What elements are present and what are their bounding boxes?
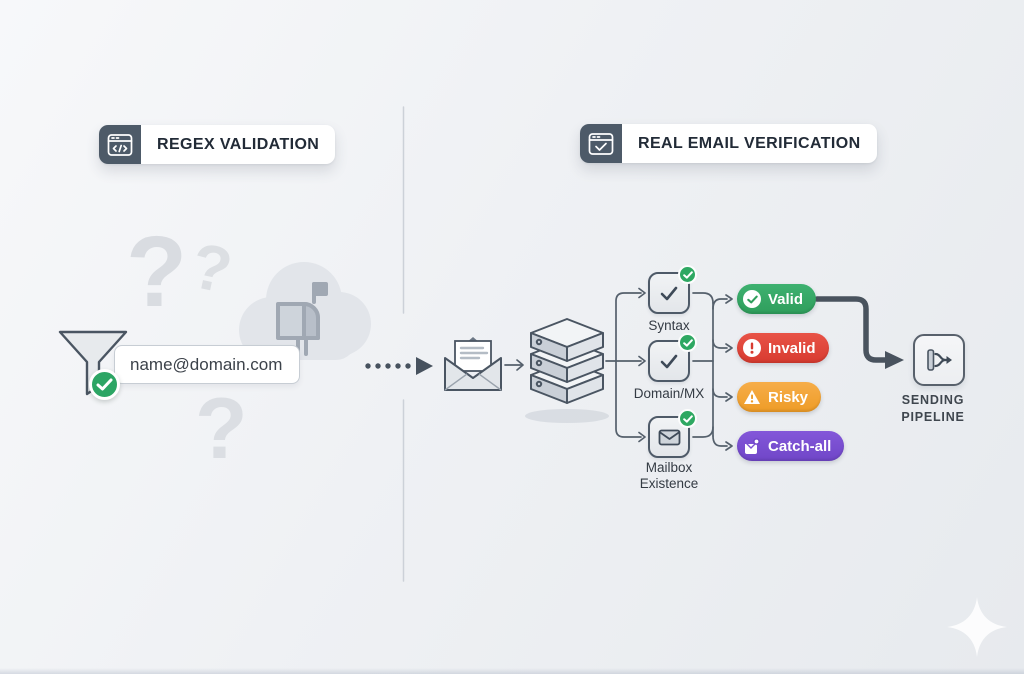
question-mark-decor: ? xyxy=(126,216,188,328)
result-catch-all: Catch-all xyxy=(737,431,845,461)
steps-to-results-bus xyxy=(692,292,733,451)
result-valid-label: Valid xyxy=(768,290,804,308)
server-stack-icon xyxy=(524,318,610,424)
result-catch-all-label: Catch-all xyxy=(768,437,832,455)
check-badge-icon xyxy=(89,369,120,400)
check-icon xyxy=(657,281,681,305)
merge-arrow-icon xyxy=(924,346,954,374)
server-to-steps-branches xyxy=(605,287,646,443)
real-email-verification-header: REAL EMAIL VERIFICATION xyxy=(580,124,877,163)
result-invalid-label: Invalid xyxy=(768,339,816,357)
envelope-small-icon xyxy=(658,429,681,446)
check-badge-icon xyxy=(678,333,697,352)
check-badge-icon xyxy=(678,409,697,428)
result-invalid: Invalid xyxy=(737,333,829,363)
warning-triangle-icon xyxy=(743,388,761,406)
email-input-value: name@domain.com xyxy=(130,354,283,374)
question-mark-decor: ? xyxy=(195,381,248,477)
check-badge-icon xyxy=(678,265,697,284)
exclamation-circle-icon xyxy=(743,339,761,357)
real-email-verification-label: REAL EMAIL VERIFICATION xyxy=(638,134,861,152)
valid-to-pipeline-route xyxy=(814,296,904,369)
result-risky-label: Risky xyxy=(768,388,809,406)
sending-pipeline-label: SENDING PIPELINE xyxy=(901,393,965,424)
sending-pipeline-box xyxy=(913,334,965,386)
mail-dot-icon xyxy=(743,437,761,455)
envelope-icon xyxy=(443,336,503,393)
step-domain-mx xyxy=(648,333,697,382)
step-syntax xyxy=(648,265,697,314)
sparkle-icon xyxy=(946,596,1008,658)
step-domain-mx-label: Domain/MX xyxy=(633,386,705,401)
code-window-icon xyxy=(99,125,141,164)
envelope-to-server-arrow xyxy=(504,359,524,371)
check-icon xyxy=(657,349,681,373)
step-mailbox-existence xyxy=(648,409,697,458)
regex-validation-label: REGEX VALIDATION xyxy=(157,135,320,153)
check-circle-icon xyxy=(743,290,761,308)
step-syntax-label: Syntax xyxy=(648,318,690,333)
step-mailbox-existence-label: Mailbox Existence xyxy=(639,460,699,491)
dotted-arrow xyxy=(365,357,433,375)
result-valid: Valid xyxy=(737,284,817,314)
email-input[interactable]: name@domain.com xyxy=(114,345,300,384)
bottom-shade xyxy=(0,668,1024,674)
regex-validation-header: REGEX VALIDATION xyxy=(99,125,336,164)
result-risky: Risky xyxy=(737,382,822,412)
browser-check-icon xyxy=(580,124,622,163)
